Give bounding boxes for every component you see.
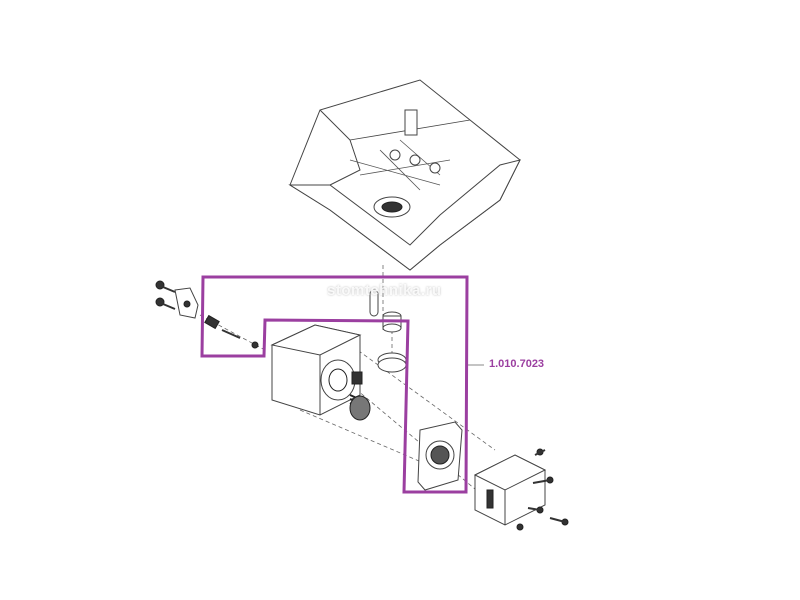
left-bracket-and-screws — [155, 280, 259, 349]
watermark: stomtehnika.ru — [327, 282, 442, 299]
end-cover — [473, 448, 569, 531]
upper-housing — [288, 79, 521, 271]
pump-body — [270, 324, 371, 421]
pin-parts — [369, 289, 407, 373]
assembly-part-number: 1.010.7023 — [489, 358, 545, 370]
membrane-plate — [417, 421, 463, 491]
assembly-highlight-outline — [200, 275, 469, 494]
